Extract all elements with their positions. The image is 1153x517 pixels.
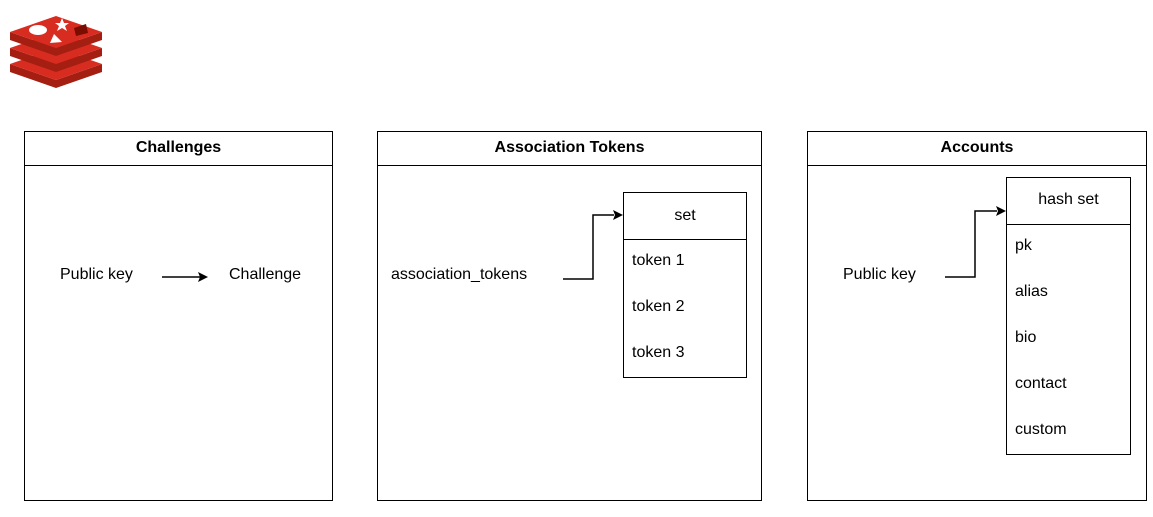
hash-set-field: pk — [1015, 237, 1032, 254]
hash-set-field: custom — [1015, 421, 1067, 438]
set-item: token 1 — [632, 252, 685, 269]
redis-logo-icon — [10, 16, 102, 88]
hash-set-box: hash set pk alias bio contact custom — [1006, 177, 1131, 455]
challenges-value-label: Challenge — [229, 266, 302, 283]
set-item: token 2 — [632, 298, 685, 315]
association-tokens-key-label: association_tokens — [391, 266, 528, 283]
association-tokens-title: Association Tokens — [378, 132, 761, 166]
challenges-panel: Challenges — [24, 131, 333, 501]
hash-set-field: contact — [1015, 375, 1067, 392]
accounts-title: Accounts — [808, 132, 1146, 166]
set-box: set token 1 token 2 token 3 — [623, 192, 747, 378]
accounts-key-label: Public key — [843, 266, 916, 283]
challenges-key-label: Public key — [60, 266, 133, 283]
set-item: token 3 — [632, 344, 685, 361]
hash-set-field: alias — [1015, 283, 1048, 300]
hash-set-field: bio — [1015, 329, 1037, 346]
hash-set-header: hash set — [1007, 178, 1130, 225]
set-header: set — [624, 193, 746, 240]
challenges-title: Challenges — [25, 132, 332, 166]
